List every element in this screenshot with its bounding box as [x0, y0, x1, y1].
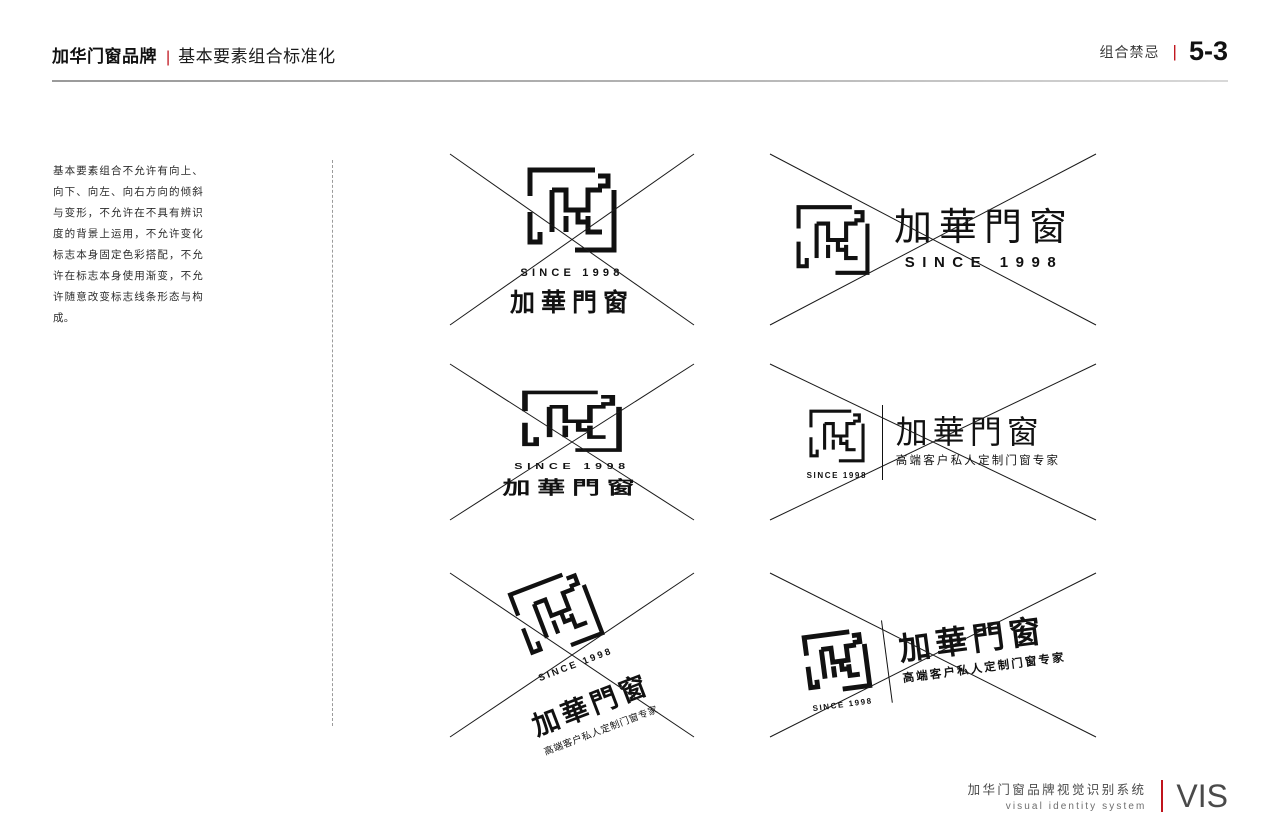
- header-meta-group: 组合禁忌 | 5-3: [1100, 38, 1228, 65]
- example-cell-vertical-lockup: SINCE 1998 加華門窗: [448, 152, 696, 327]
- logo-stage: SINCE 1998 加華門窗 高端客户私人定制门窗专家: [448, 555, 696, 758]
- page-header: 加华门窗品牌 | 基本要素组合标准化 组合禁忌 | 5-3: [52, 38, 1228, 78]
- page-title: 基本要素组合标准化: [178, 47, 336, 66]
- logo-name-cn: 加華門窗: [509, 288, 634, 317]
- page-number: 5-3: [1188, 36, 1228, 66]
- brand-mark-group: SINCE 1998: [798, 622, 878, 713]
- logo-stage: SINCE 1998 加華門窗: [448, 152, 696, 327]
- logo-since-text: SINCE 1998: [806, 470, 868, 480]
- header-title-group: 加华门窗品牌 | 基本要素组合标准化: [52, 42, 336, 67]
- description-text: 基本要素组合不允许有向上、向下、向左、向右方向的倾斜与变形，不允许在不具有辨识度…: [53, 165, 203, 324]
- example-cell-vertical-squashed: SINCE 1998 加華門窗: [448, 362, 696, 522]
- brand-mark-group: SINCE 1998: [806, 405, 868, 480]
- logo-vertical-squashed: SINCE 1998 加華門窗: [503, 385, 642, 499]
- brand-mark-icon: [516, 385, 628, 457]
- header-brand: 加华门窗品牌: [52, 47, 157, 66]
- header-divider: |: [166, 49, 171, 66]
- logo-stage: SINCE 1998 加華門窗: [448, 362, 696, 522]
- logo-text-block: 加華門窗 高端客户私人定制门窗专家: [896, 611, 1067, 686]
- vertical-dashed-divider: [332, 160, 333, 726]
- logo-text-block: 加華門窗 高端客户私人定制门窗专家: [895, 412, 1061, 469]
- logo-name-cn: 加華門窗: [895, 412, 1044, 451]
- logo-since-text: SINCE 1998: [904, 253, 1064, 271]
- example-cell-horizontal-tagline: SINCE 1998 加華門窗 高端客户私人定制门窗专家: [768, 362, 1098, 522]
- footer-divider: [1161, 779, 1164, 812]
- logo-text-block: 加華門窗 SINCE 1998: [893, 205, 1074, 271]
- example-cell-horizontal-skewed: SINCE 1998 加華門窗 高端客户私人定制门窗专家: [768, 555, 1098, 755]
- logo-vertical-rotated: SINCE 1998 加華門窗 高端客户私人定制门窗专家: [483, 552, 661, 759]
- logo-horizontal-tagline: SINCE 1998 加華門窗 高端客户私人定制门窗专家: [806, 404, 1061, 480]
- logo-vertical-rule: [881, 404, 883, 480]
- logo-name-cn: 加華門窗: [502, 476, 642, 498]
- logo-vertical-lockup: SINCE 1998 加華門窗: [510, 160, 634, 319]
- logo-stage: 加華門窗 SINCE 1998: [768, 152, 1098, 327]
- footer-abbr: VIS: [1176, 777, 1228, 814]
- logo-since-text: SINCE 1998: [520, 267, 624, 279]
- logo-stage: SINCE 1998 加華門窗 高端客户私人定制门窗专家: [768, 555, 1098, 755]
- example-cell-vertical-rotated: SINCE 1998 加華門窗 高端客户私人定制门窗专家: [448, 555, 696, 758]
- footer-text-group: 加华门窗品牌视觉识别系统 visual identity system: [968, 779, 1147, 812]
- logo-name-cn: 加華門窗: [893, 205, 1074, 250]
- example-cell-horizontal-lockup: 加華門窗 SINCE 1998: [768, 152, 1098, 327]
- logo-horizontal-skewed-bold: SINCE 1998 加華門窗 高端客户私人定制门窗专家: [798, 597, 1069, 714]
- header-topic: 组合禁忌: [1099, 43, 1160, 60]
- prohibited-examples-grid: SINCE 1998 加華門窗: [400, 140, 1200, 760]
- footer-title-cn: 加华门窗品牌视觉识别系统: [967, 783, 1147, 797]
- logo-horizontal-lockup: 加華門窗 SINCE 1998: [792, 199, 1074, 281]
- brand-mark-icon: [806, 405, 868, 467]
- footer-title-en: visual identity system: [1005, 801, 1147, 812]
- brand-mark-icon: [798, 622, 877, 701]
- logo-tagline: 高端客户私人定制门窗专家: [895, 453, 1061, 468]
- header-meta-divider: |: [1172, 42, 1177, 61]
- brand-mark-icon: [522, 160, 622, 260]
- brand-mark-icon: [792, 199, 874, 281]
- page-footer: 加华门窗品牌视觉识别系统 visual identity system VIS: [968, 779, 1228, 812]
- header-rule: [52, 80, 1228, 82]
- logo-stage: SINCE 1998 加華門窗 高端客户私人定制门窗专家: [768, 362, 1098, 522]
- logo-since-text: SINCE 1998: [514, 461, 630, 471]
- logo-vertical-rule: [880, 619, 893, 703]
